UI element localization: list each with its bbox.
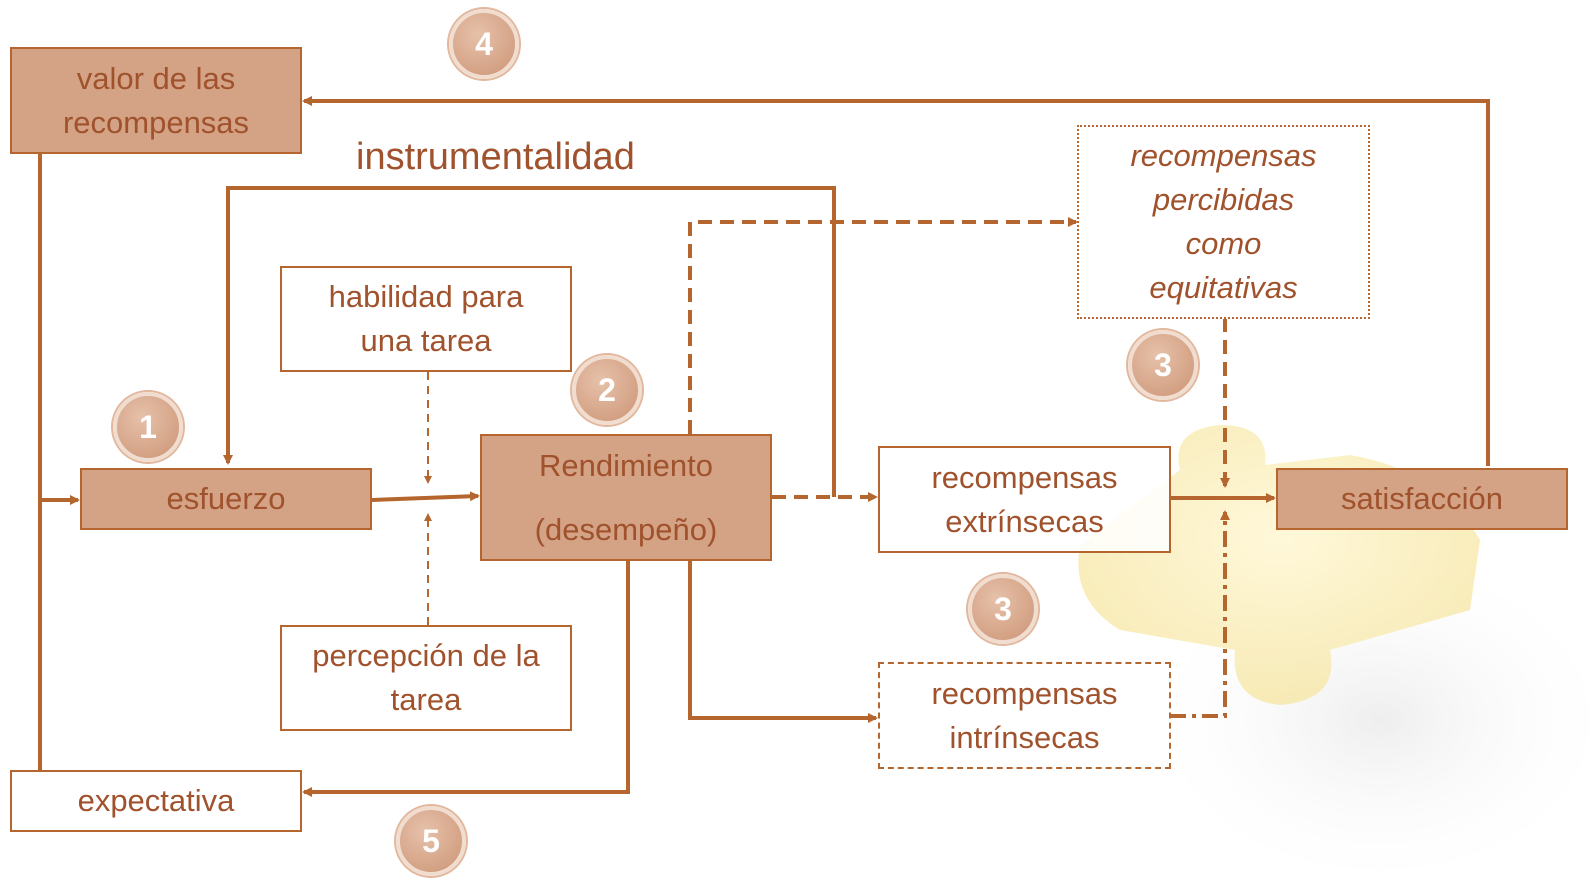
step-badge-3-upper: 3 — [1128, 330, 1198, 400]
recompensas-percibidas-box: recompensas percibidas como equitativas — [1077, 125, 1370, 319]
percepcion-tarea-text: percepción de la tarea — [312, 638, 540, 717]
step-badge-1: 1 — [113, 392, 183, 462]
recompensas-extrinsecas-box: recompensas extrínsecas — [878, 446, 1171, 553]
valor-recompensas-text: valor de las recompensas — [62, 60, 250, 140]
habilidad-tarea-text: habilidad para una tarea — [328, 279, 524, 358]
habilidad-tarea-box: habilidad para una tarea — [280, 266, 572, 372]
recompensas-extrinsecas-text: recompensas extrínsecas — [931, 459, 1118, 539]
satisfaccion-text: satisfacción — [1341, 481, 1503, 516]
instrumentalidad-label: instrumentalidad — [356, 136, 635, 178]
recompensas-percibidas-text: recompensas percibidas como equitativas — [1130, 138, 1317, 305]
esfuerzo-box: esfuerzo — [80, 468, 372, 530]
step-badge-4: 4 — [449, 9, 519, 79]
rendimiento-text: Rendimiento — [538, 447, 714, 483]
recompensas-intrinsecas-text: recompensas intrínsecas — [931, 675, 1118, 755]
step-badge-5: 5 — [396, 806, 466, 876]
expectativa-text: expectativa — [77, 783, 235, 818]
rendimiento-box: Rendimiento (desempeño) — [480, 434, 772, 561]
recompensas-intrinsecas-box: recompensas intrínsecas — [878, 662, 1171, 769]
percepcion-tarea-box: percepción de la tarea — [280, 625, 572, 731]
satisfaccion-box: satisfacción — [1276, 468, 1568, 530]
desempeno-text: (desempeño) — [534, 511, 718, 547]
esfuerzo-text: esfuerzo — [166, 481, 286, 516]
step-badge-2: 2 — [572, 355, 642, 425]
step-badge-3-lower: 3 — [968, 574, 1038, 644]
valor-recompensas-box: valor de las recompensas — [10, 47, 302, 154]
expectativa-box: expectativa — [10, 770, 302, 832]
